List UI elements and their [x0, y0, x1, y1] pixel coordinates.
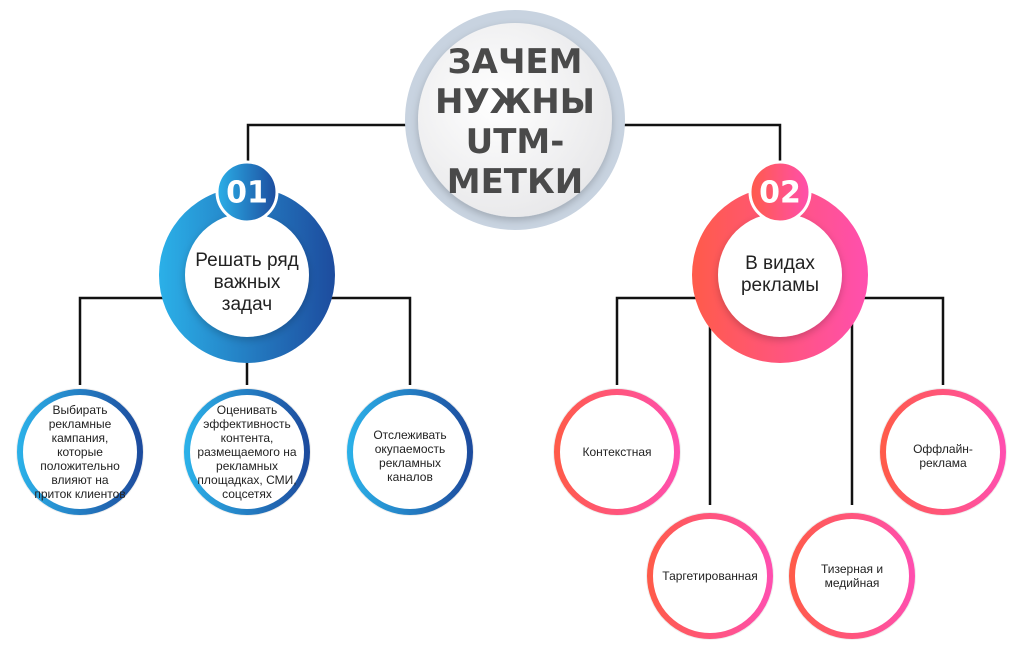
- leaf-offline: Оффлайн-реклама: [913, 442, 973, 470]
- branch-02-number: 02: [759, 175, 801, 211]
- pink-leaf-nodes: [553, 388, 1007, 640]
- branch-02-label: В видах рекламы: [740, 253, 820, 296]
- leaf-targeted: Таргетированная: [662, 569, 758, 583]
- blue-leaf-nodes: [16, 388, 474, 516]
- center-node: [405, 10, 625, 230]
- leaf-evaluate-content: Оценивать эффективность контента, размещ…: [197, 403, 297, 501]
- branch-01-number: 01: [226, 175, 268, 211]
- leaf-teaser-media: Тизерная и медийная: [820, 562, 884, 590]
- node-01: [159, 160, 335, 363]
- branch-01-label: Решать ряд важных задач: [195, 250, 299, 315]
- leaf-contextual: Контекстная: [582, 445, 652, 459]
- leaf-choose-campaigns: Выбирать рекламные кампания, которые пол…: [34, 403, 126, 501]
- node-02: [692, 160, 868, 363]
- main-title: ЗАЧЕМ НУЖНЫ UTM-МЕТКИ: [435, 42, 595, 202]
- leaf-track-roi: Отслеживать окупаемость рекламных канало…: [373, 428, 447, 484]
